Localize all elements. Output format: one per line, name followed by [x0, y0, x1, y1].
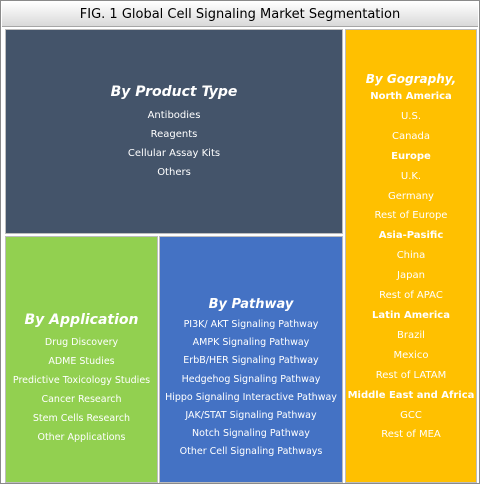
list-item: Reagents	[150, 129, 198, 140]
list-item: PI3K/ AKT Signaling Pathway	[183, 319, 319, 330]
list-item: U.S.	[400, 110, 422, 122]
list-item: Hedgehog Signaling Pathway	[181, 373, 321, 385]
list-item: Germany	[388, 190, 434, 202]
list-item: AMPK Signaling Pathway	[192, 337, 310, 349]
figure-title: FIG. 1 Global Cell Signaling Market Segm…	[2, 2, 478, 27]
region-heading: Latin America	[372, 309, 450, 321]
list-item: Rest of MEA	[381, 429, 441, 441]
list-item: Stem Cells Research	[32, 413, 131, 424]
list-item: JAK/STAT Signaling Pathway	[185, 410, 317, 422]
region-heading: North America	[370, 91, 452, 102]
segment-title: By Pathway	[208, 297, 294, 312]
list-item: Others	[157, 167, 191, 178]
list-item: Cancer Research	[41, 394, 122, 405]
segment-product-type: By Product Type Antibodies Reagents Cell…	[5, 29, 343, 234]
list-item: Mexico	[393, 349, 429, 361]
list-item: Rest of LATAM	[375, 369, 447, 381]
list-item: GCC	[400, 409, 422, 421]
list-item: U.K.	[400, 170, 422, 182]
region-heading: Asia-Pasific	[378, 230, 444, 242]
list-item: ADME Studies	[48, 356, 115, 367]
list-item: Rest of APAC	[379, 290, 443, 302]
list-item: Notch Signaling Pathway	[192, 428, 310, 440]
list-item: Cellular Assay Kits	[127, 148, 221, 159]
segment-list: PI3K/ AKT Signaling Pathway AMPK Signali…	[165, 316, 337, 462]
segment-title: By Gography,	[365, 72, 457, 86]
segment-geography: By Gography, North America U.S. Canada E…	[345, 29, 477, 483]
region-heading: Europe	[391, 150, 431, 162]
region-heading: Middle East and Africa	[347, 389, 475, 401]
list-item: Other Cell Signaling Pathways	[179, 446, 323, 458]
segment-application: By Application Drug Discovery ADME Studi…	[5, 236, 158, 483]
list-item: China	[396, 250, 426, 262]
list-item: Drug Discovery	[44, 337, 119, 348]
list-item: Hippo Signaling Interactive Pathway	[165, 391, 337, 403]
segment-title: By Application	[24, 312, 139, 328]
segment-list: Drug Discovery ADME Studies Predictive T…	[13, 333, 150, 447]
list-item: Predictive Toxicology Studies	[12, 375, 151, 386]
list-item: Brazil	[397, 329, 425, 341]
list-item: Rest of Europe	[374, 210, 448, 222]
segment-list: Antibodies Reagents Cellular Assay Kits …	[128, 106, 220, 182]
list-item: Japan	[397, 270, 425, 282]
list-item: ErbB/HER Signaling Pathway	[183, 355, 319, 367]
list-item: Antibodies	[147, 110, 201, 121]
list-item: Other Applications	[37, 432, 126, 443]
segment-pathway: By Pathway PI3K/ AKT Signaling Pathway A…	[159, 236, 343, 483]
segment-list: North America U.S. Canada Europe U.K. Ge…	[348, 87, 475, 445]
list-item: Canada	[391, 130, 431, 142]
segment-title: By Product Type	[110, 84, 238, 100]
